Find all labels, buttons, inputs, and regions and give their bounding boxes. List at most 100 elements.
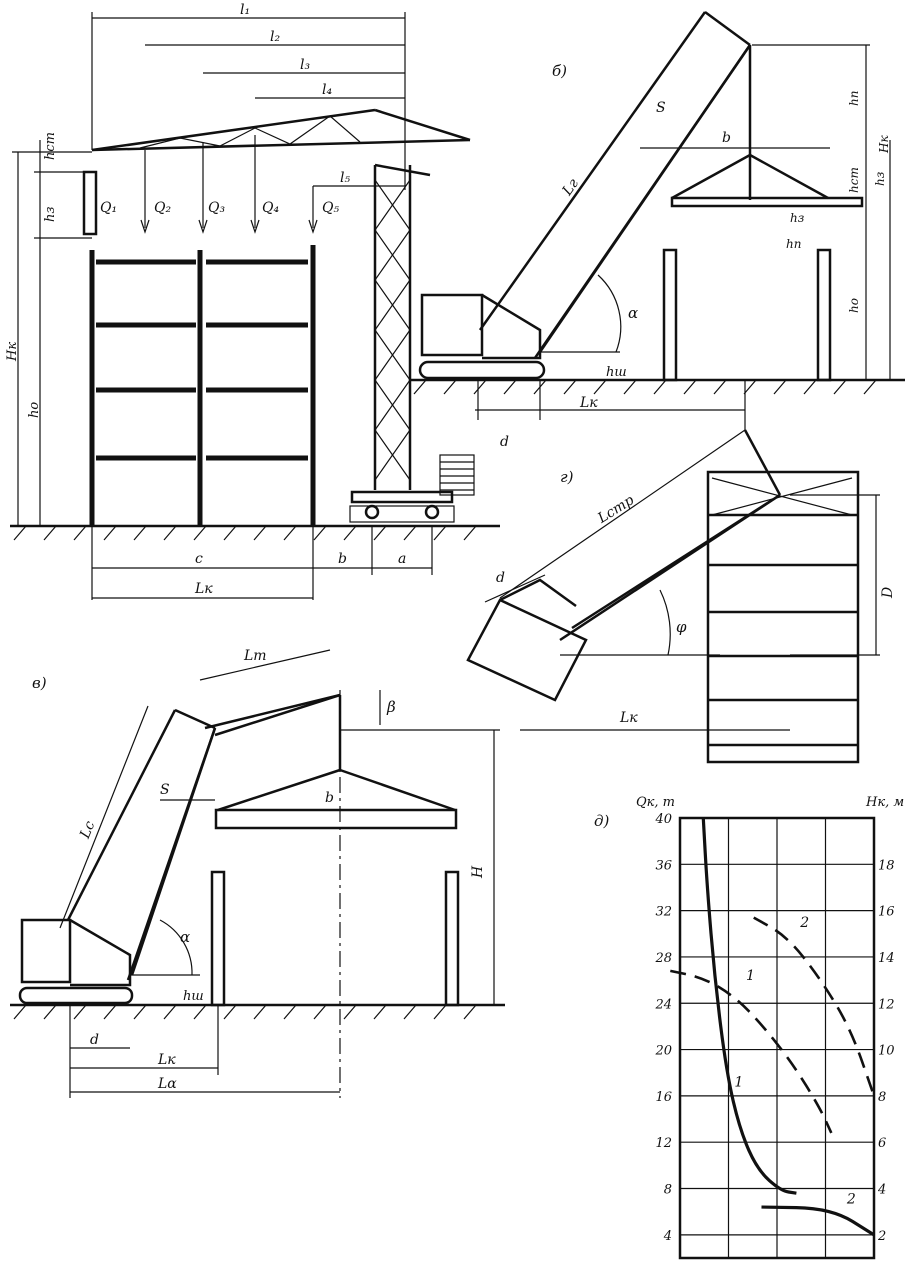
chart-grid [680,817,874,1258]
y-left-tick-label: 12 [655,1136,672,1151]
crane-tower [349,163,455,523]
series-curve-3 [753,916,876,1097]
label-l4: l₄ [322,82,332,98]
base-dimensions [91,526,433,600]
label-alpha-b: α [628,304,638,322]
ground-hatch-a [13,525,477,541]
y-left-tick-label: 36 [655,858,672,873]
y-right-tick-label: 10 [878,1044,895,1059]
label-q4: Q₄ [262,200,279,216]
boom-v [66,693,342,981]
label-hp-b: hп [847,91,861,106]
label-d-b: d [500,434,509,450]
panel-g-plan-view: г) Lстр d φ [466,429,896,764]
label-lr-b: Lг [559,176,582,199]
label-lstr-g: Lстр [594,492,637,527]
columns-b [662,248,832,382]
label-hsh-b: hш [606,365,627,380]
boom-b [478,10,752,359]
label-phi-g: φ [676,618,687,636]
label-H-v: H [470,865,486,879]
label-hsh-v: hш [183,989,204,1004]
y-right-tick-label: 2 [877,1229,886,1244]
curve-label: 2 [799,915,809,931]
label-alpha-v: α [180,928,190,946]
dimensions-b [475,44,891,430]
label-lt-v: Lт [243,648,267,664]
label-hst-b: hст [847,167,861,193]
y-left-axis-title: Qк, т [636,795,675,810]
label-lc-v: Lс [77,819,99,842]
label-q2: Q₂ [154,200,171,216]
building-columns [89,245,316,526]
label-hz2-b: hз [790,211,804,225]
label-b-b: b [722,130,731,146]
label-hj-b: hп [786,237,801,251]
label-b-v: b [325,790,334,806]
label-hz: hз [43,207,58,222]
slab-sling-b [670,153,864,208]
y-right-tick-label: 8 [878,1090,886,1105]
y-left-tick-label: 20 [654,1044,672,1059]
load-arrows [140,135,318,234]
building-floors [96,259,308,461]
panel-a-tower-crane: l₁ l₂ l₃ l₄ l₅ Q₁ Q₂ Q₃ Q₄ Q₅ hст hз Hк … [5,2,500,600]
y-left-tick-label: 24 [654,997,672,1012]
chart-series: 1 1 2 2 [670,817,876,1237]
y-left-tick-label: 4 [663,1229,672,1244]
lifted-column [82,170,98,236]
label-q5: Q₅ [322,200,339,216]
label-hk: Hк [5,342,20,362]
label-hz-b: hз [873,172,887,186]
label-lk-v: Lк [157,1052,176,1068]
y-left-tick-label: 16 [655,1090,672,1105]
series-curve-2 [670,969,833,1134]
label-ho-b: hо [847,298,861,313]
panel-label-d: д) [594,812,610,830]
label-l3: l₃ [300,57,310,73]
panel-v-crane-jib: в) [10,648,505,1098]
y-right-tick-label: 18 [878,858,895,873]
curve-label: 1 [746,968,755,984]
tower-jib [91,108,471,152]
series-curve-1 [701,817,797,1195]
label-l1: l₁ [240,2,250,18]
counterweight [439,454,475,496]
label-b: b [338,551,347,567]
label-lk-a: Lк [194,581,213,597]
label-q1: Q₁ [100,200,117,216]
label-q3: Q₃ [208,200,225,216]
height-dimensions-a [12,140,92,526]
y-right-tick-label: 14 [878,951,895,966]
crane-plan [466,429,782,702]
span-dimensions [91,12,406,190]
label-l5: l₅ [340,170,350,186]
crane-body-b [418,293,546,380]
ground-hatch-v [13,1004,477,1020]
label-lk-g: Lк [619,710,638,726]
label-ho: hо [27,402,42,418]
crane-body-v [18,918,134,1005]
dimensions-v [59,649,500,1098]
curve-label: 2 [846,1192,856,1208]
label-la-v: Lα [157,1076,177,1092]
label-beta-v: β [386,698,396,716]
curve-label: 1 [734,1075,743,1091]
label-a: a [398,551,406,567]
label-lk-b: Lк [579,395,598,411]
label-hk-b: Hк [877,135,891,154]
y-left-tick-label: 8 [664,1183,672,1198]
panel-d-chart: д) Qк, т Hк, м 4812162024283236402468101… [594,795,904,1260]
building-plan [706,470,860,764]
series-curve-4 [761,1205,875,1237]
y-left-tick-label: 28 [654,951,672,966]
plan-dimensions [484,429,880,731]
label-c: c [195,551,203,567]
label-s-b: S [656,100,666,116]
label-D-g: D [880,587,896,599]
panel-label-g: г) [560,468,574,486]
label-hst: hст [43,132,58,160]
y-left-tick-label: 40 [654,812,672,827]
